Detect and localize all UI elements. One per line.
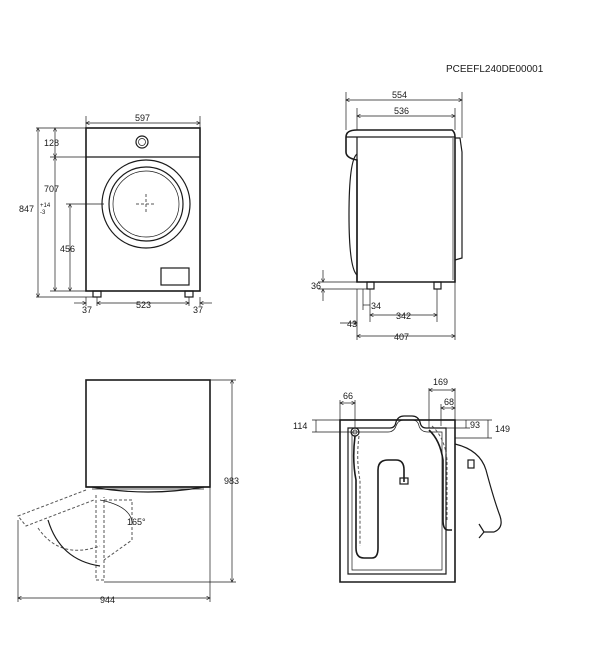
dim-drain-y2: 149 [495,424,510,434]
product-code: PCEEFL240DE00001 [446,64,544,75]
rear-panel [454,137,463,261]
door-open-view: 165° 983 944 [17,379,239,605]
foot-left [92,290,102,298]
dim-width: 597 [135,113,150,123]
dim-body-height: 707 [44,184,59,194]
foot-right [184,290,194,298]
dim-foot-height: 36 [311,281,321,291]
dim-door-angle: 165° [127,517,146,527]
dim-open-depth: 944 [100,595,115,605]
dim-depth-total: 554 [392,90,407,100]
dim-total-height: 847 [19,204,34,214]
drain-hose [428,429,452,531]
dim-depth-body: 536 [394,106,409,116]
door-open-front [95,495,105,581]
top-body [85,379,211,488]
dim-adjust-plus: +14 [40,203,51,209]
side-body [345,129,456,283]
filter-cover [160,267,190,286]
dim-inlet-x: 66 [343,391,353,401]
rear-panel-outline [347,415,447,575]
dim-drain-y: 93 [470,420,480,430]
side-foot-front [366,281,375,290]
door-profile [348,153,358,276]
dim-drain-x2: 68 [444,397,454,407]
inlet-hose [352,435,405,559]
dim-foot-span-side: 342 [396,311,411,321]
open-door-outline [17,489,95,527]
dim-rear-offset: 43 [347,319,357,329]
dim-foot-left: 37 [82,305,92,315]
dim-drain-x: 169 [433,377,448,387]
program-knob-icon [135,135,149,149]
dim-open-height: 983 [224,476,239,486]
dim-door-center: 456 [60,244,75,254]
dim-foot-right: 37 [193,305,203,315]
dim-foot-offset: 34 [371,301,381,311]
front-body [85,127,201,292]
dim-inlet-y: 114 [293,421,307,431]
plug-icon [467,459,475,469]
dim-foot-span: 523 [136,300,151,310]
rear-body [339,419,456,583]
side-view: 554 536 36 34 342 43 407 [311,90,462,342]
side-foot-rear [433,281,442,290]
dim-adjust-minus: -3 [40,210,46,216]
door-inner [108,166,184,242]
front-view: 597 128 707 847 +14 -3 456 523 37 37 [19,113,212,315]
swing-arc [47,519,101,567]
dim-top-height: 128 [44,138,59,148]
dim-depth-base: 407 [394,332,409,342]
power-cable [454,443,502,533]
rear-view: 66 169 68 114 93 149 [293,377,510,583]
